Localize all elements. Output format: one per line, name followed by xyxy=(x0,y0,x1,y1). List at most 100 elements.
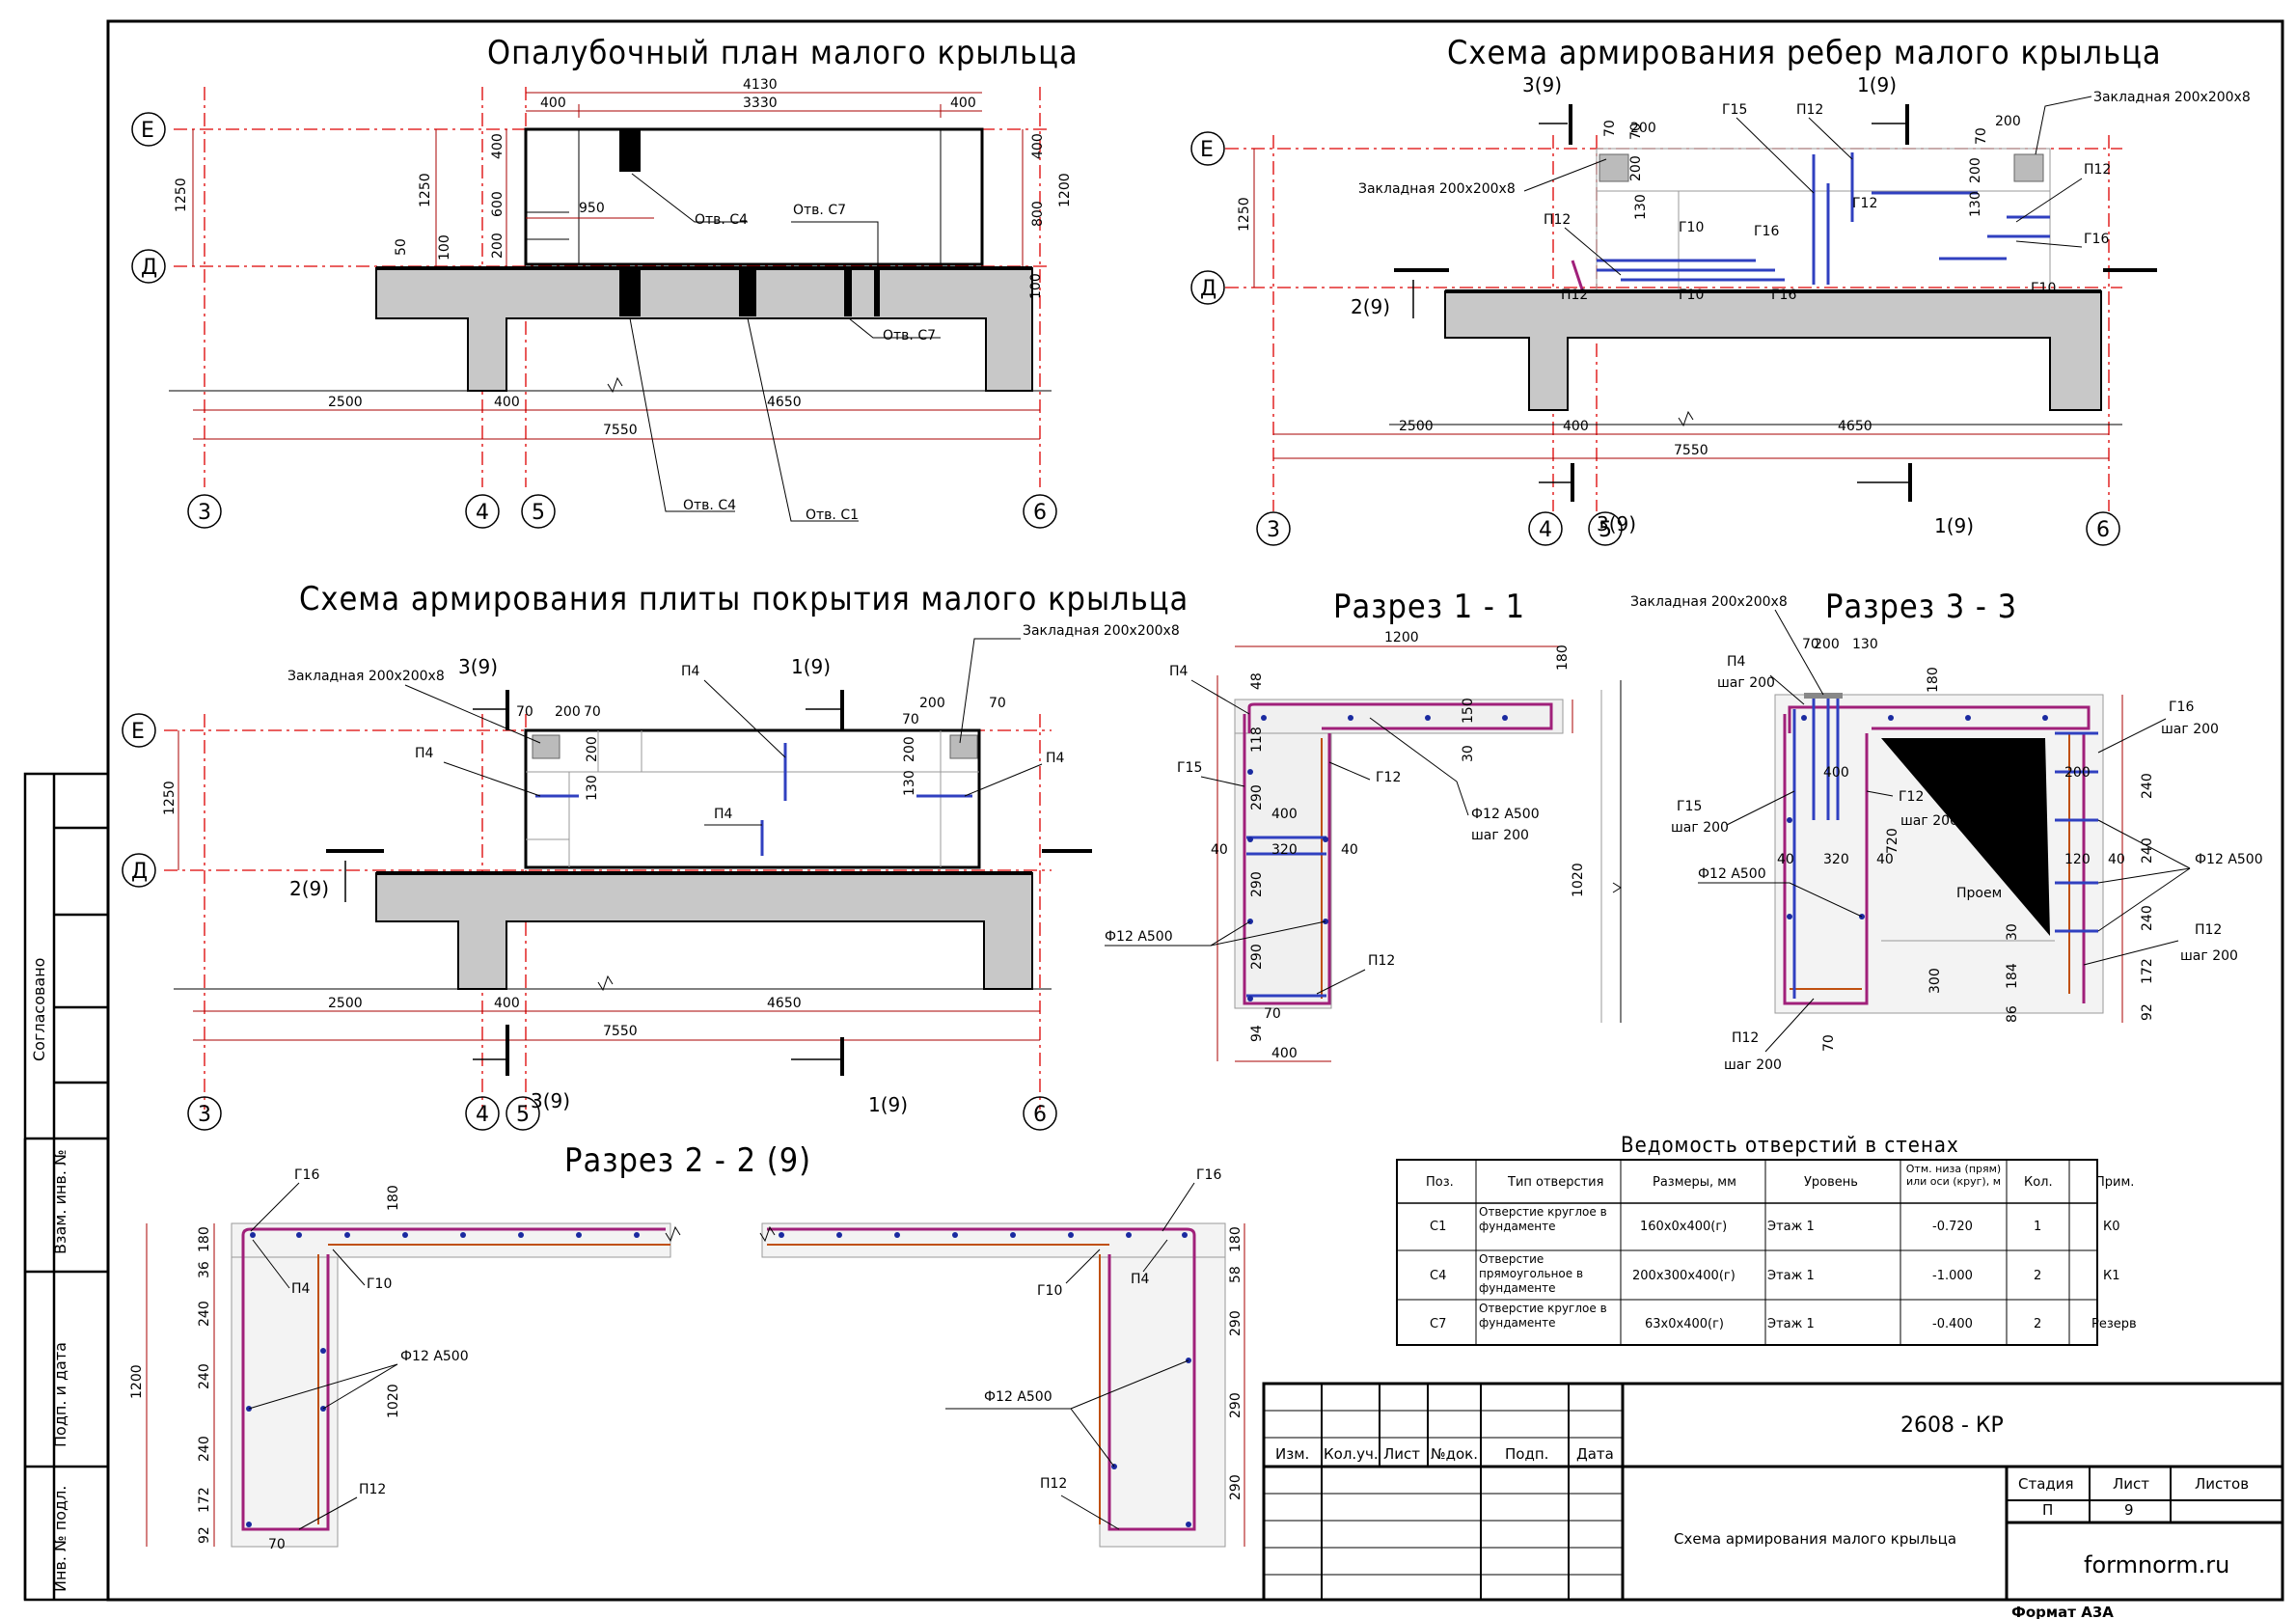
label-p4-11: П4 xyxy=(1169,664,1189,679)
label-p12-22b: П12 xyxy=(1040,1476,1067,1492)
title-block: Изм. Кол.уч. Лист №док. Подп. Дата 2608 … xyxy=(1262,1382,2284,1619)
dim-1200-a: 1200 xyxy=(1057,173,1073,207)
title-section-3-3: Разрез 3 - 3 xyxy=(1825,588,2017,626)
dim-70-g: 70 xyxy=(989,696,1006,711)
label-p4-s3: П4 xyxy=(1046,751,1065,766)
dim-4650-a: 4650 xyxy=(767,395,802,410)
dim-320-a: 320 xyxy=(1271,842,1298,858)
cut-3-9-s2: 3(9) xyxy=(531,1089,570,1112)
axis-d-2: Д xyxy=(1200,277,1216,301)
axis-6-3: 6 xyxy=(1033,1103,1047,1127)
dim-3330: 3330 xyxy=(743,96,778,111)
label-rebar-11: Ф12 А500 xyxy=(1471,807,1540,822)
label-p12-r4: П12 xyxy=(1561,288,1588,303)
axis-3-1: 3 xyxy=(198,501,211,525)
view-rib-reinforcement: 2500 400 4650 7550 1250 200 70 70 200 13… xyxy=(1190,73,2251,546)
dim-1200-b: 1200 xyxy=(1384,630,1419,645)
label-otv-c4-bot: Отв. С4 xyxy=(683,498,736,513)
dim-200-d: 200 xyxy=(1995,114,2021,129)
dim-70-h: 70 xyxy=(1264,1006,1281,1022)
axis-5-3: 5 xyxy=(516,1103,530,1127)
stamp-sheet: 9 xyxy=(2124,1501,2134,1519)
label-rebar-33: Ф12 А500 xyxy=(1698,866,1766,882)
dim-58: 58 xyxy=(1228,1266,1244,1283)
axis-d-1: Д xyxy=(141,256,157,280)
cell-r3-size: 63х0х400(г) xyxy=(1645,1317,1724,1331)
stamp-col-date: Дата xyxy=(1576,1445,1614,1463)
title-rib-reinforcement: Схема армирования ребер малого крыльца xyxy=(1447,34,2162,72)
cell-r1-note: К0 xyxy=(2103,1220,2120,1234)
label-p4-22b: П4 xyxy=(1131,1272,1150,1287)
stamp-col-izm: Изм. xyxy=(1275,1445,1309,1463)
cell-r1-elev: -0.720 xyxy=(1932,1220,1973,1234)
dim-184: 184 xyxy=(2005,963,2020,989)
cut-1-9-s: 1(9) xyxy=(791,655,831,678)
label-p12-11: П12 xyxy=(1368,953,1395,969)
dim-800: 800 xyxy=(1030,201,1046,227)
title-section-1-1: Разрез 1 - 1 xyxy=(1333,588,1525,626)
label-zakl-s2: Закладная 200х200х8 xyxy=(1023,623,1180,639)
cell-r2-type: Отверстие прямоугольное в фундаменте xyxy=(1479,1252,1584,1295)
label-rebar-11b: Ф12 А500 xyxy=(1105,929,1173,945)
dim-92-a: 92 xyxy=(2140,1003,2155,1021)
dim-118: 118 xyxy=(1249,727,1265,753)
cell-r1-size: 160х0х400(г) xyxy=(1640,1220,1727,1234)
stamp-col-sign: Подп. xyxy=(1505,1445,1548,1463)
label-zakl-33: Закладная 200х200х8 xyxy=(1630,594,1788,610)
stamp-stage-h: Стадия xyxy=(2018,1475,2074,1493)
view-section-2-2: 1200 180 36 240 240 240 172 92 180 1020 … xyxy=(129,1167,1245,1552)
label-p4-22a: П4 xyxy=(291,1281,311,1297)
dim-70-e: 70 xyxy=(584,704,601,720)
holes-table: Ведомость отверстий в стенах Поз. Тип от… xyxy=(1396,1134,2137,1346)
side-strip xyxy=(23,772,110,1602)
cut-3-9-top: 3(9) xyxy=(1522,73,1562,96)
dim-130-c: 130 xyxy=(585,775,600,801)
cell-r3-note: Резерв xyxy=(2091,1317,2137,1331)
th-pos: Поз. xyxy=(1426,1175,1454,1190)
label-g16-r2: Г16 xyxy=(1754,224,1779,239)
side-agreed: Согласовано xyxy=(30,958,48,1061)
label-rebar-22b: Ф12 А500 xyxy=(984,1389,1052,1405)
dim-7550-b: 7550 xyxy=(1674,443,1708,458)
cell-r3-elev: -0.400 xyxy=(1932,1317,1973,1331)
cell-r2-elev: -1.000 xyxy=(1932,1269,1973,1283)
dim-2500-c: 2500 xyxy=(328,996,363,1011)
label-otv-c4-top: Отв. С4 xyxy=(695,212,748,228)
axis-4-2: 4 xyxy=(1539,518,1552,542)
dim-200: 200 xyxy=(490,233,506,259)
stamp-col-doc: №док. xyxy=(1431,1445,1478,1463)
label-zakl-r: Закладная 200х200х8 xyxy=(2093,90,2251,105)
label-p12-r1: П12 xyxy=(1796,102,1823,118)
dim-290-b: 290 xyxy=(1249,871,1265,897)
dim-4650-b: 4650 xyxy=(1838,419,1872,434)
side-replace-inv: Взам. инв. № xyxy=(51,1149,69,1254)
dim-120: 120 xyxy=(2064,852,2091,867)
label-proem: Проем xyxy=(1956,886,2002,901)
cut-1-9-s2: 1(9) xyxy=(868,1093,908,1116)
axis-e-3: Е xyxy=(131,720,145,744)
label-g16-33: Г16 xyxy=(2169,700,2194,715)
dim-400-g: 400 xyxy=(494,996,520,1011)
cell-r3-pos: С7 xyxy=(1430,1317,1446,1331)
dim-130-a: 130 xyxy=(1633,194,1649,220)
table-row: С7 Отверстие круглое в фундаменте 63х0х4… xyxy=(1430,1302,2137,1331)
cut-2-9-b: 2(9) xyxy=(1351,295,1390,318)
dim-400-c: 400 xyxy=(490,133,506,159)
dim-180-a: 180 xyxy=(1555,645,1571,671)
view-section-1-1: 1200 180 48 118 290 290 290 94 150 30 40… xyxy=(1105,630,1622,1062)
dim-172-b: 172 xyxy=(197,1487,212,1513)
label-step-33d: шаг 200 xyxy=(1724,1057,1782,1073)
label-g10-r3: Г10 xyxy=(1679,288,1704,303)
label-step-33f: шаг 200 xyxy=(2180,948,2238,964)
axis-3-3: 3 xyxy=(198,1103,211,1127)
dim-70-f: 70 xyxy=(902,712,919,727)
label-g12-11: Г12 xyxy=(1376,770,1401,785)
label-g15-11: Г15 xyxy=(1177,760,1202,776)
axis-6-1: 6 xyxy=(1033,501,1047,525)
dim-180-e: 180 xyxy=(1228,1226,1244,1252)
dim-1250-a: 1250 xyxy=(174,178,189,212)
dim-40-f: 40 xyxy=(2108,852,2125,867)
stamp-sheets-h: Листов xyxy=(2195,1475,2249,1493)
dim-180-b: 180 xyxy=(1926,667,1941,693)
